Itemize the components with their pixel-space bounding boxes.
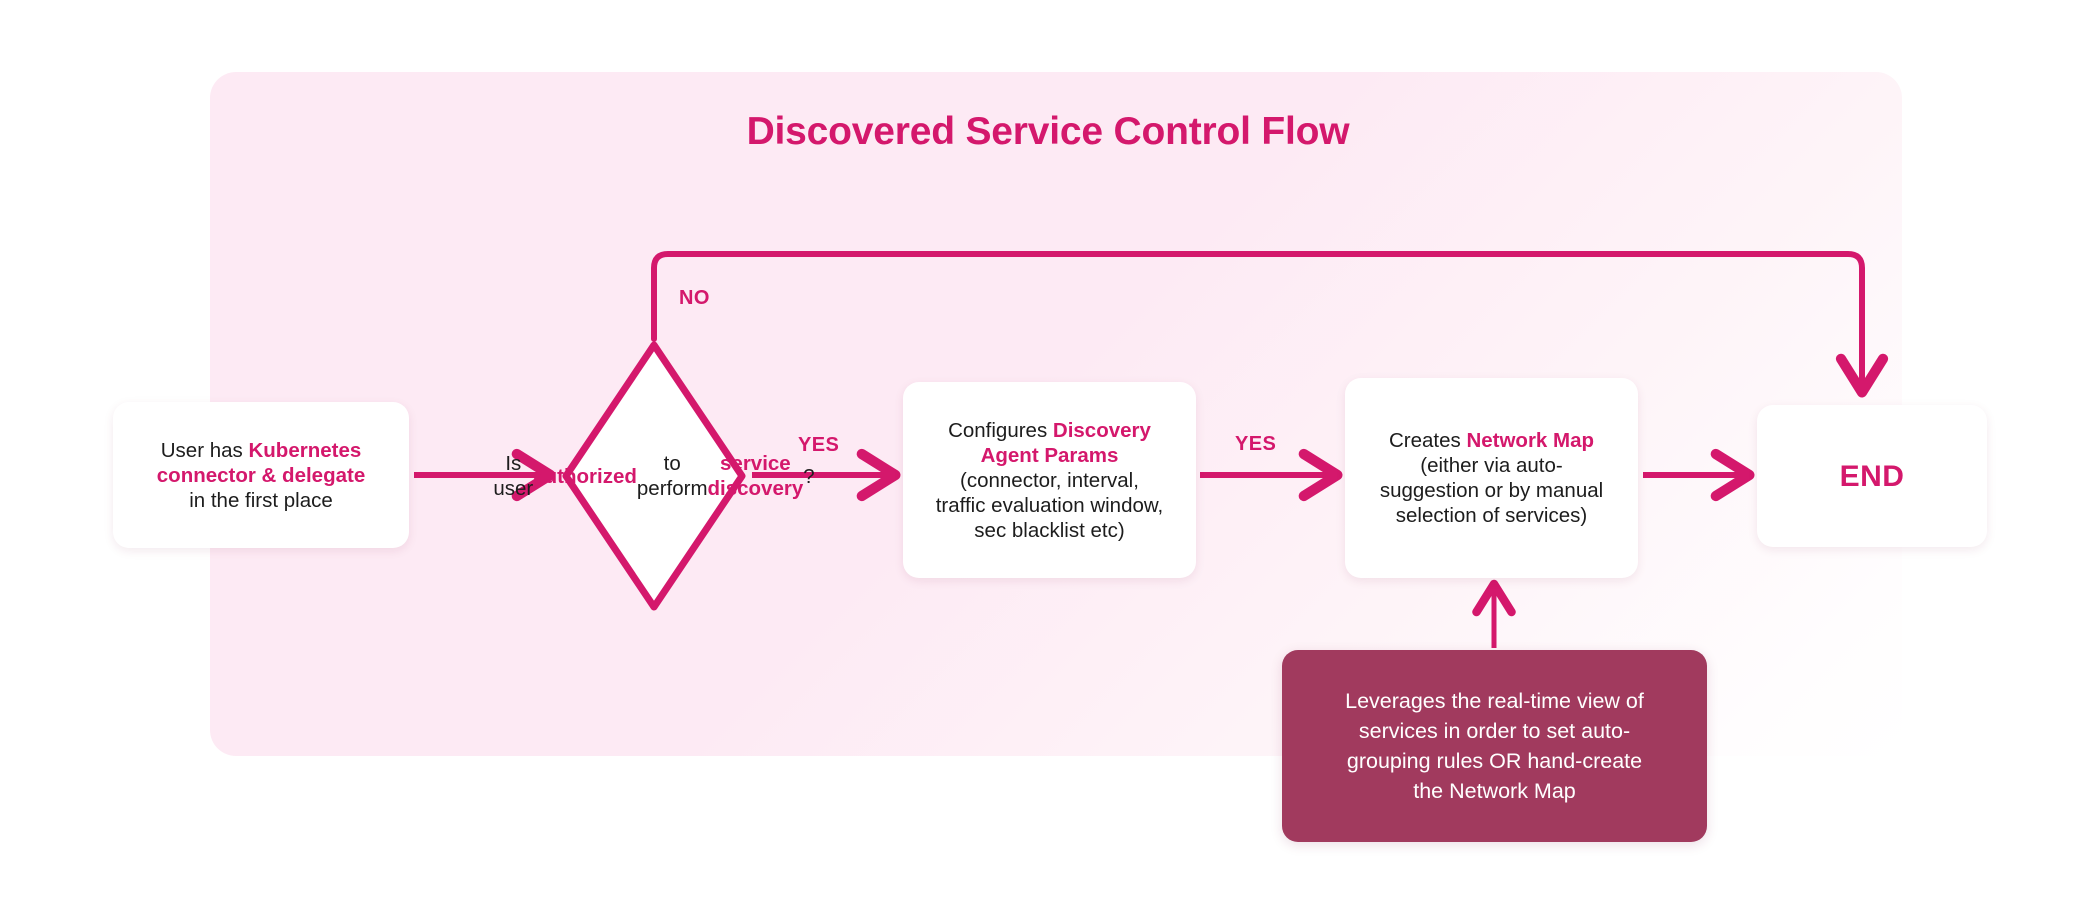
edge-label-yes-1: YES [798, 434, 840, 456]
edge-label-yes-2: YES [1235, 433, 1277, 455]
edge-label-no: NO [679, 287, 710, 309]
page-title: Discovered Service Control Flow [746, 110, 1350, 153]
node-end[interactable]: END [1757, 405, 1987, 547]
node-creates-network-map[interactable]: Creates Network Map(either via auto-sugg… [1345, 378, 1638, 578]
node-end-label: END [1839, 459, 1905, 493]
diamond-shape [562, 341, 746, 611]
node-netmap-text: Creates Network Map(either via auto-sugg… [1379, 429, 1604, 527]
edge-decision-to-end-no [651, 251, 1889, 398]
